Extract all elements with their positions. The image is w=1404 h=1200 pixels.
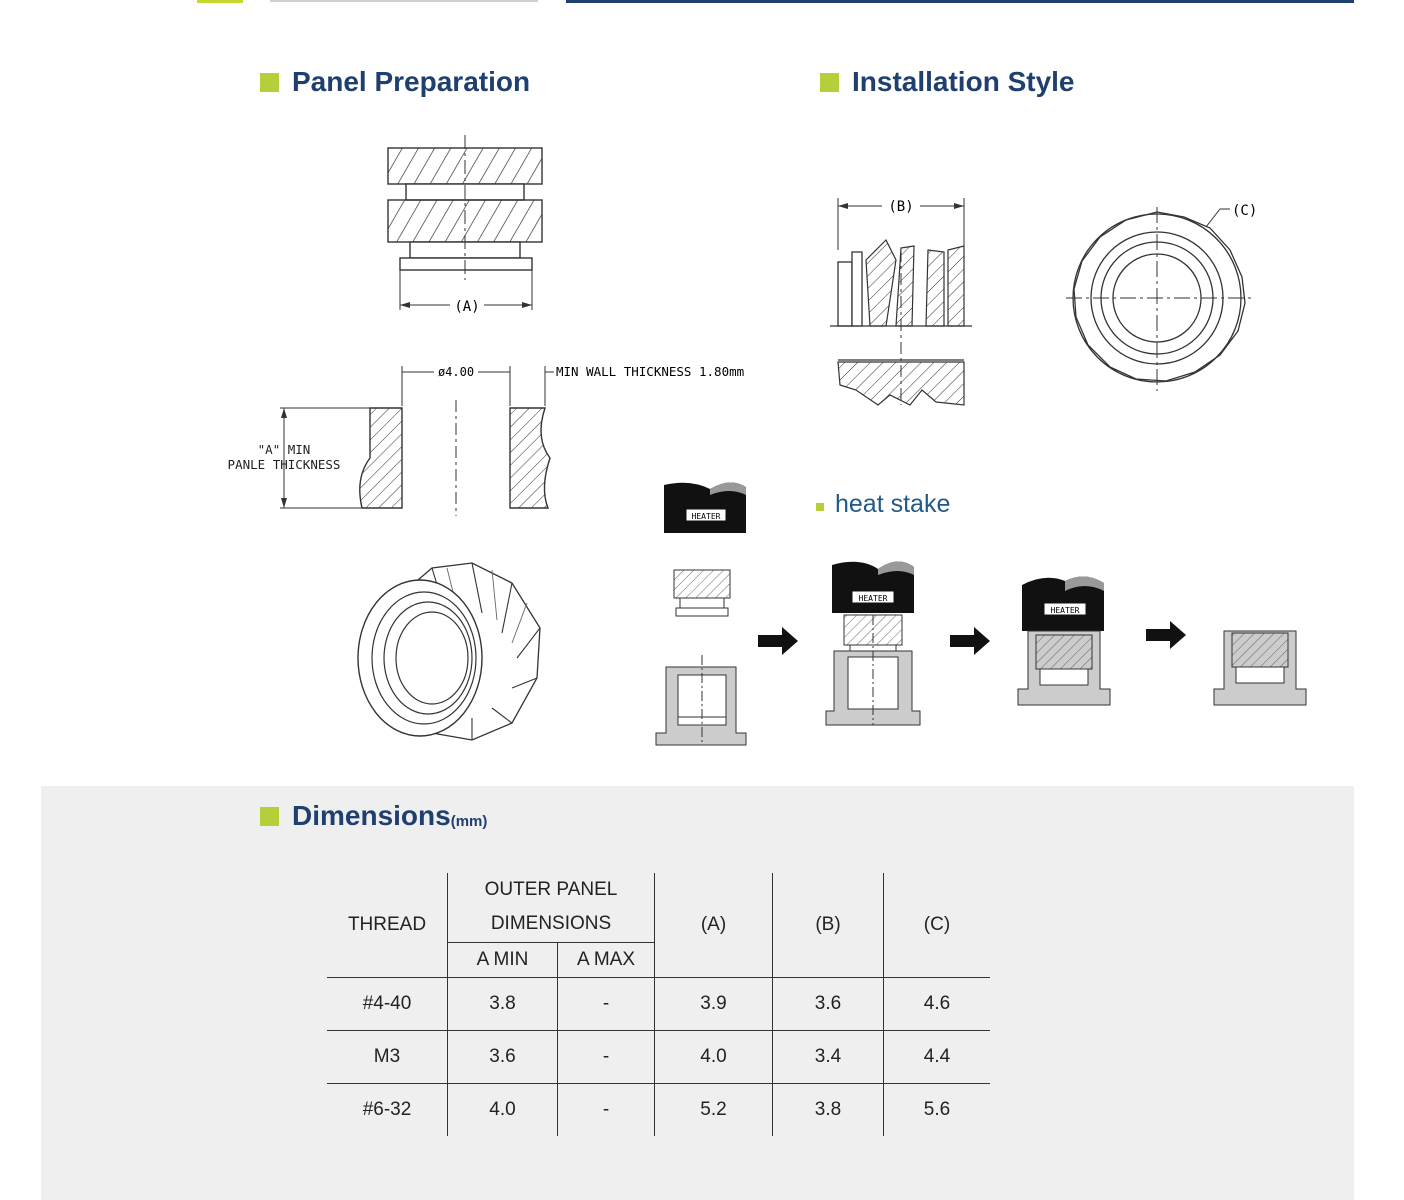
square-bullet-icon — [260, 72, 279, 92]
installation-style-title: Installation Style — [820, 66, 1075, 98]
svg-text:HEATER: HEATER — [692, 512, 721, 521]
installation-top-view-drawing: (C) — [1066, 203, 1257, 391]
label-a: (A) — [454, 299, 479, 315]
min-wall-label: MIN WALL THICKNESS 1.80mm — [556, 364, 744, 379]
dimensions-title: Dimensions (mm) — [260, 800, 487, 832]
square-bullet-icon — [260, 806, 279, 826]
top-gray-bar — [270, 0, 538, 2]
label-b: (B) — [888, 199, 913, 215]
arrow-icon — [950, 627, 990, 655]
header-thread: THREAD — [327, 873, 448, 978]
top-accent-bar — [197, 0, 243, 3]
header-outer-line1: OUTER PANEL — [447, 873, 655, 908]
square-bullet-icon — [816, 502, 824, 511]
insert-side-view-drawing: (A) — [387, 135, 543, 315]
label-c: (C) — [1232, 203, 1257, 219]
header-c: (C) — [883, 873, 990, 978]
table-row: #4-40 3.8 - 3.9 3.6 4.6 — [327, 977, 990, 1031]
heater-block-step3: HEATER — [1022, 576, 1104, 631]
diameter-label: ø4.00 — [438, 365, 474, 379]
arrow-icon — [1146, 621, 1186, 649]
installation-side-section-drawing: (B) — [830, 198, 972, 406]
insert-isometric-drawing — [357, 562, 541, 741]
dimensions-table: THREAD OUTER PANEL (A) (B) (C) DIMENSION… — [327, 873, 990, 1136]
panel-cross-section-drawing: ø4.00 MIN WALL THICKNESS 1.80mm "A" MIN … — [228, 364, 744, 516]
table-row: #6-32 4.0 - 5.2 3.8 5.6 — [327, 1083, 990, 1136]
panel-preparation-title: Panel Preparation — [260, 66, 530, 98]
heat-stake-sequence-drawing: HEATER HEATER HEATER — [655, 482, 1307, 746]
square-bullet-icon — [820, 72, 839, 92]
svg-text:HEATER: HEATER — [1051, 606, 1080, 615]
arrow-icon — [758, 627, 798, 655]
header-a-max: A MAX — [557, 942, 655, 979]
header-b: (B) — [772, 873, 884, 978]
a-min-label: "A" MIN — [258, 442, 311, 457]
header-outer-line2: DIMENSIONS — [447, 907, 655, 943]
header-a: (A) — [654, 873, 773, 978]
top-blue-bar — [566, 0, 1354, 3]
heat-stake-label: heat stake — [816, 490, 950, 519]
panel-thickness-label: PANLE THICKNESS — [228, 457, 341, 472]
table-row: M3 3.6 - 4.0 3.4 4.4 — [327, 1030, 990, 1084]
svg-text:HEATER: HEATER — [859, 594, 888, 603]
heater-block-step1: HEATER — [664, 482, 746, 533]
header-a-min: A MIN — [447, 942, 558, 979]
heater-block-step2: HEATER — [832, 561, 914, 613]
